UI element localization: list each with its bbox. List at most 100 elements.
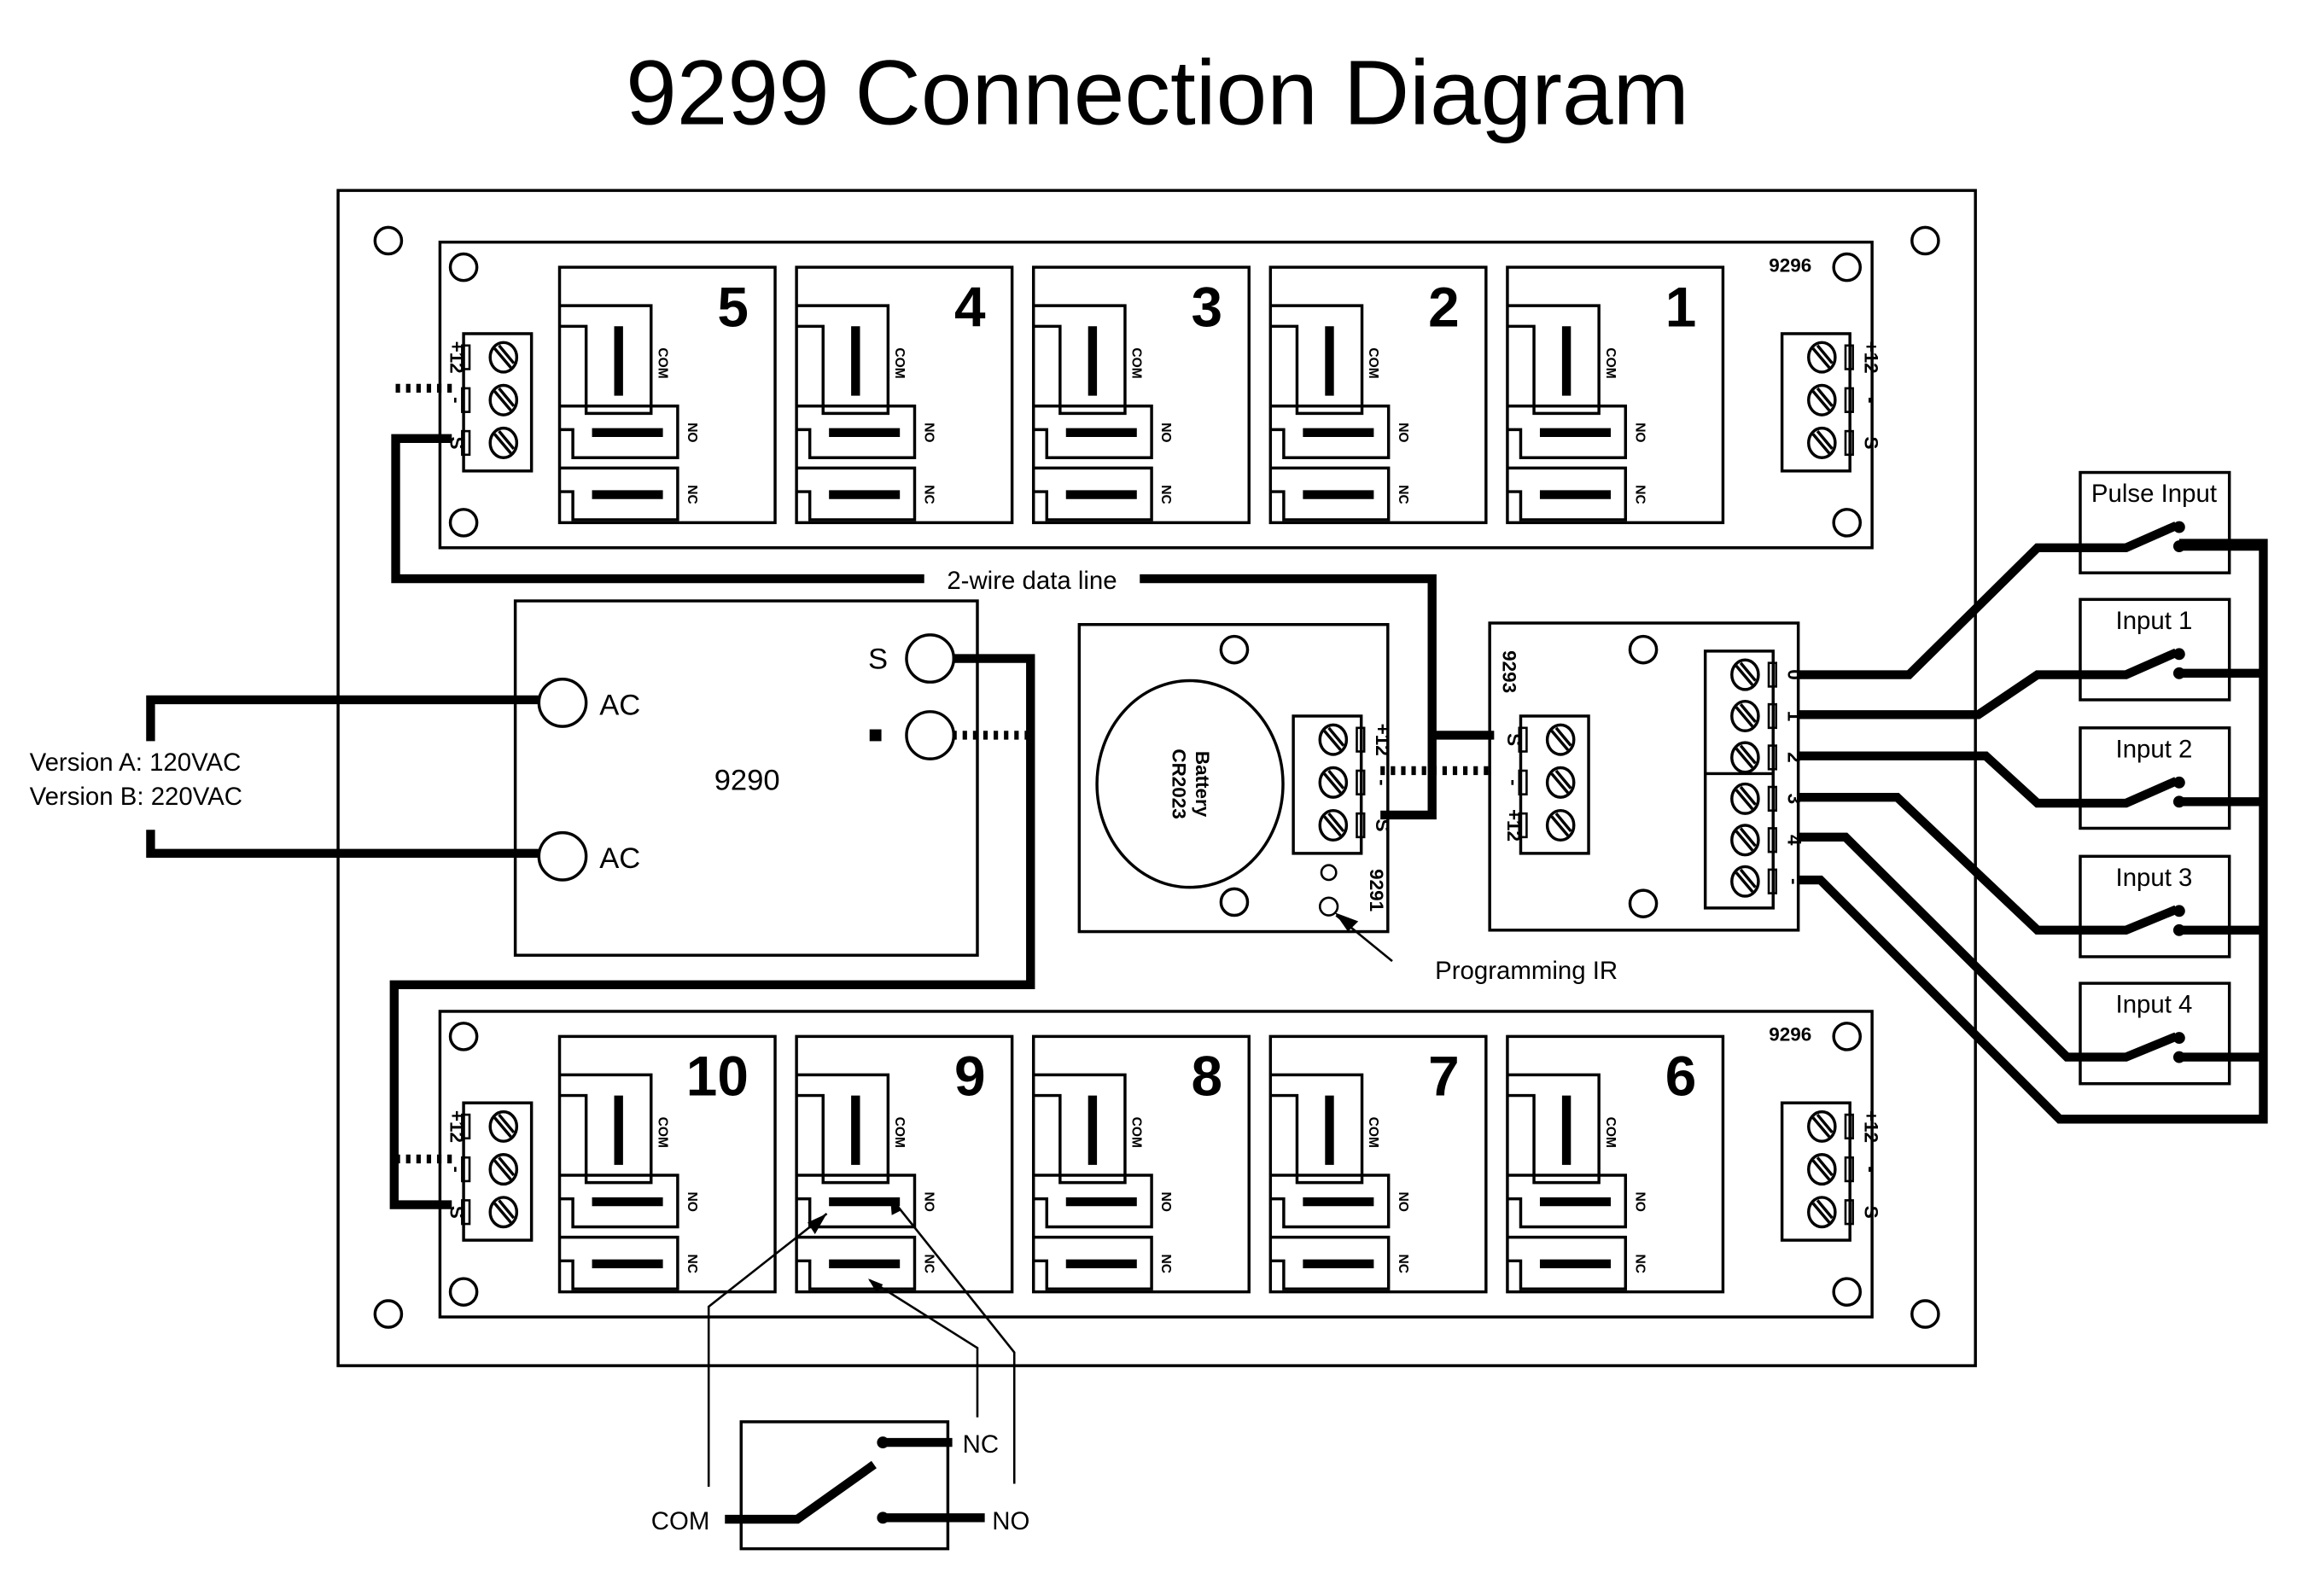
nc-contact [1507,1235,1628,1290]
contact-label: NO [1396,422,1410,442]
relay-number: 10 [686,1046,749,1108]
com-contact [796,1073,890,1185]
contact-label: COM [1603,1117,1618,1148]
com-contact [1270,1073,1364,1185]
screw-icon [1807,341,1837,374]
input-wire [1798,751,2178,808]
terminal-tab [1767,785,1777,813]
terminal-tab [461,1156,471,1183]
terminal-label: - [1784,878,1805,884]
board-left-terminal: +12-S [446,1101,534,1242]
terminal-label: - [1860,397,1881,403]
no-contact [1270,1174,1391,1229]
com-contact [1507,304,1601,416]
terminal-label: +12 [1503,809,1525,842]
no-contact [1270,404,1391,459]
contact-label: NC [1158,1255,1173,1273]
contact-label: NO [685,422,699,442]
terminal-tab [1356,769,1366,795]
data-line-wiring [389,383,1495,1209]
terminal-tab [461,387,471,413]
screw-icon [488,1110,519,1143]
relay-board-top: 92965COMNONC4COMNONC3COMNONC2COMNONC1COM… [438,240,1881,550]
contact-label: COM [1129,1117,1144,1148]
screw-icon [1545,766,1576,799]
contact-label: COM [1366,1117,1380,1148]
relay-number: 4 [954,276,986,338]
nc-contact [559,466,679,521]
data-line-label: 2-wire data line [947,567,1117,595]
power-supply-9290: 9290 AC AC S [513,599,979,957]
mains-version-b: Version B: 220VAC [30,783,242,811]
switch-com-label: COM [651,1507,710,1535]
com-contact [1033,1073,1127,1185]
contact-label: COM [1603,347,1618,378]
terminal-label: S [1503,733,1525,746]
no-contact [1507,404,1628,459]
mount-hole [448,1277,479,1307]
nc-contact [559,1235,679,1290]
terminal-block [462,332,534,473]
screw-icon [1545,723,1576,756]
nc-contact [796,1235,917,1290]
no-contact [1033,1174,1153,1229]
s-terminal [905,633,956,684]
minus-terminal [905,710,956,760]
terminal-tab [1518,769,1528,795]
screw-icon [488,1196,519,1229]
no-contact [1033,404,1153,459]
contact-label: NC [1158,485,1173,504]
screw-icon [1807,1110,1837,1143]
terminal-tab [1356,812,1366,839]
no-contact [559,404,679,459]
screw-icon [1545,808,1576,842]
contact-label: COM [655,347,669,378]
controller-9291: Battery CR2023 +12-S 9291 Programming IR [1077,623,1618,985]
terminal-block [1780,332,1851,473]
board-model: 9296 [1769,254,1811,276]
diagram-title: 9299 Connection Diagram [626,41,1689,143]
nc-contact [1507,466,1628,521]
input-box [2079,854,2231,958]
screw-icon [1730,865,1760,898]
relay-number: 9 [954,1046,986,1108]
contact-label: NC [1396,485,1410,504]
terminal-tab [1844,387,1854,413]
programming-ir-led [1318,896,1339,917]
contact-label: COM [1366,347,1380,378]
terminal-tab [1844,1156,1854,1183]
terminal-block [1703,649,1775,910]
ac-label-1: AC [599,689,640,721]
screw-icon [1318,808,1349,842]
contact-label: NC [922,1255,936,1273]
terminal-tab [1518,812,1528,839]
contact-label: NC [685,1255,699,1273]
screw-icon [1807,426,1837,459]
no-contact [796,1174,917,1229]
mount-hole [1832,252,1863,283]
board-right-terminal: +12-S [1780,1101,1881,1242]
terminal-label: - [446,397,468,403]
terminal-label: +12 [446,341,468,374]
contact-label: NO [1158,422,1173,442]
com-contact [1033,304,1127,416]
mount-hole [448,1022,479,1051]
no-contact [796,404,917,459]
input-switch: Input 2 [1798,726,2264,830]
com-contact [1270,304,1364,416]
com-contact [1507,1073,1601,1185]
battery-icon [1095,679,1285,889]
mount-hole [1832,1022,1863,1051]
screw-icon [1318,766,1349,799]
com-contact [559,304,653,416]
nc-contact [796,466,917,521]
terminal-tab [1767,868,1777,894]
terminal-tab [1767,702,1777,730]
terminal-label: +12 [446,1110,468,1143]
